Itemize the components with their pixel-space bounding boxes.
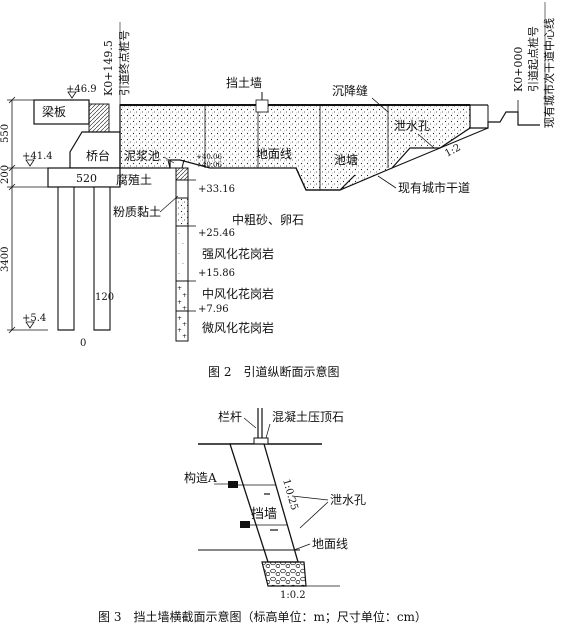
elevation-marker-46-9: +46.9 [66, 84, 97, 99]
embankment-fill [119, 104, 471, 191]
pile-cap: 520 [47, 167, 121, 188]
svg-text:·: · [178, 231, 180, 238]
retaining-wall-callout: 挡土墙 [226, 76, 269, 113]
humus-layer [175, 167, 189, 181]
svg-text:现有城市次干道中心线: 现有城市次干道中心线 [542, 18, 556, 128]
railing-label: 栏杆 [218, 409, 242, 424]
abutment: 桥台 [69, 131, 121, 169]
sand-gravel-layer [175, 197, 189, 227]
svg-text:桥台: 桥台 [86, 148, 110, 163]
railing-leader [243, 417, 257, 429]
elev-33-16: +33.16 [198, 184, 235, 195]
svg-text:+: + [177, 285, 182, 292]
end-stake-label: K0+149.5 引道终点桩号 [102, 22, 131, 105]
dim-200: 200 [0, 165, 11, 184]
elev-15-86: +15.86 [198, 268, 235, 279]
svg-text:+: + [177, 315, 182, 322]
dim-3400: 3400 [0, 247, 11, 272]
svg-text:+40.06: +40.06 [196, 161, 222, 169]
svg-text:+5.4: +5.4 [22, 313, 46, 324]
coping-stone [253, 437, 269, 445]
borehole-column [175, 167, 189, 342]
svg-text:泥浆池: 泥浆池 [124, 148, 160, 163]
strong-weathered-label: 强风化花岗岩 [202, 246, 274, 261]
svg-text:沉降缝: 沉降缝 [332, 83, 368, 98]
drain-hole-label: 泄水孔 [330, 493, 366, 507]
svg-text:+: + [182, 305, 187, 312]
pond: 池塘 [295, 152, 358, 191]
elevation-marker-5-4: +5.4 [22, 313, 46, 329]
svg-text:+: + [182, 292, 187, 299]
figure2-caption: 图 2 引道纵断面示意图 [208, 364, 339, 379]
svg-text:引道起点桩号: 引道起点桩号 [526, 26, 540, 92]
svg-text:·: · [178, 251, 180, 258]
slight-weathered-label: 微风化花岗岩 [202, 320, 274, 335]
pile-right [93, 186, 111, 331]
silty-clay-label: 粉质黏土 [113, 205, 161, 219]
approach-road [391, 100, 540, 169]
start-stake-label: K0+000 引道起点桩号 现有城市次干道中心线 [512, 2, 556, 128]
left-dimension-chain [7, 96, 60, 334]
foundation-gravel [261, 561, 307, 587]
svg-text:+: + [182, 321, 187, 328]
figure3-caption: 图 3 挡土墙横截面示意图（标高单位：m；尺寸单位：cm） [98, 609, 427, 624]
elev-7-96: +7.96 [198, 304, 229, 315]
toe-slope-label: 1:0.2 [280, 590, 306, 601]
beam-slab: 梁板 [33, 99, 110, 133]
silty-clay-leader [159, 195, 179, 213]
silty-clay-layer [175, 179, 189, 199]
svg-text:+: + [177, 327, 182, 334]
coping-leader [265, 423, 271, 439]
dim-120: 120 [95, 292, 114, 303]
zero-label: 0 [80, 338, 86, 349]
pile-left [57, 186, 75, 331]
piles [57, 186, 111, 331]
settlement-joint-callout: 沉降缝 [332, 83, 389, 113]
humus-label: 腐殖土 [116, 172, 152, 187]
svg-text:+46.9: +46.9 [66, 84, 97, 95]
svg-text:520: 520 [76, 172, 97, 185]
elev-25-46: +25.46 [198, 228, 235, 239]
ground-leader [293, 543, 311, 551]
svg-text:+41.4: +41.4 [22, 151, 53, 162]
ground-line-label: 地面线 [312, 537, 348, 551]
svg-text:挡土墙: 挡土墙 [226, 76, 262, 90]
svg-text:泄水孔: 泄水孔 [394, 119, 430, 133]
elevation-marker-41-4: +41.4 [22, 151, 53, 167]
drain-hole-callout: 泄水孔 [394, 119, 435, 149]
coping-label: 混凝土压顶石 [272, 409, 344, 424]
drain-hole-leaders [291, 495, 329, 529]
svg-text:+40.06: +40.06 [196, 153, 222, 161]
svg-text:K0+000: K0+000 [512, 47, 525, 92]
svg-text:池塘: 池塘 [334, 152, 358, 167]
svg-text:·: · [178, 271, 180, 278]
sand-gravel-label: 中粗砂、卵石 [232, 212, 304, 227]
figure2-longitudinal-section: 550 200 3400 +46.9 +41.4 +5.4 梁板 桥台 [0, 2, 556, 379]
wall-label: 挡墙 [251, 507, 277, 522]
structure-a-label: 构造A [184, 470, 217, 485]
svg-text:+: + [182, 333, 187, 340]
svg-text:+: + [177, 299, 182, 306]
svg-text:·: · [182, 241, 184, 248]
dim-550: 550 [0, 124, 11, 143]
back-slope-label: 1:0.25 [280, 478, 299, 512]
ground-line-label: 地面线 [256, 147, 292, 161]
svg-text:引道终点桩号: 引道终点桩号 [117, 30, 131, 96]
railing [257, 408, 263, 438]
svg-text:·: · [182, 261, 184, 268]
svg-text:现有城市干道: 现有城市干道 [398, 180, 470, 195]
svg-text:梁板: 梁板 [42, 104, 66, 119]
borehole-ticks [188, 179, 196, 312]
slight-weathered-layer [175, 310, 189, 342]
svg-text:K0+149.5: K0+149.5 [102, 40, 115, 96]
figure3-cross-section: 栏杆 混凝土压顶石 挡墙 1:0.25 构造A 泄水孔 地面线 [98, 408, 427, 624]
existing-road-callout: 现有城市干道 [377, 175, 470, 195]
borehole-symbols: ····· ++++ ++++ [177, 231, 187, 340]
mid-weathered-label: 中风化花岗岩 [202, 286, 274, 301]
